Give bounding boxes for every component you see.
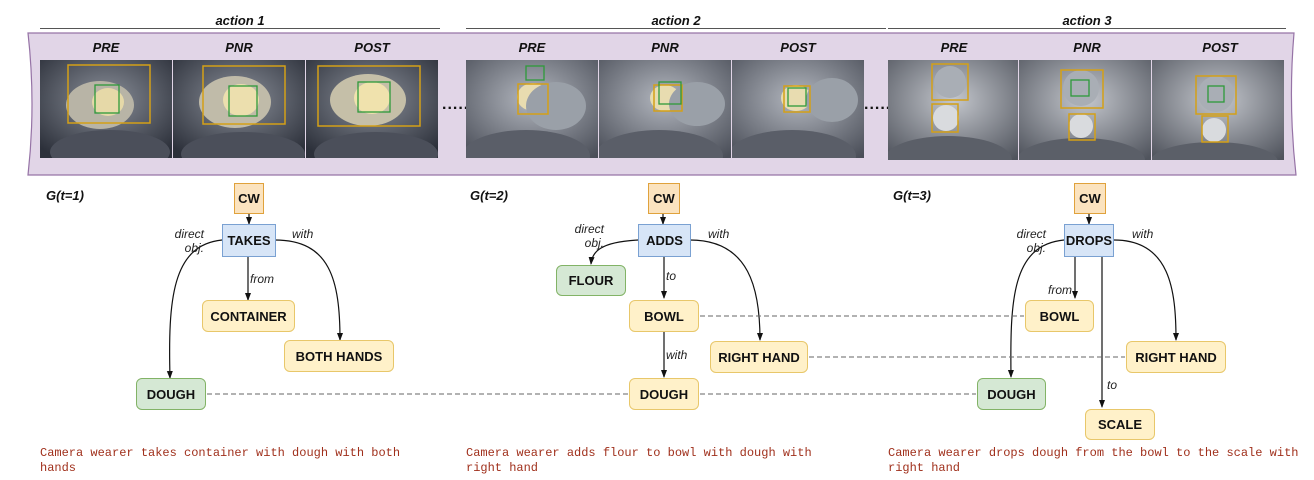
verb-node: ADDS [638,224,691,257]
frame-label-pre: PRE [940,40,968,55]
object-node-container: CONTAINER [202,300,295,332]
object-node-bowl: BOWL [1025,300,1094,332]
verb-node: DROPS [1064,224,1114,257]
edge-label-with: with [708,227,730,241]
object-node-dough: DOUGH [629,378,699,410]
object-node-flour: FLOUR [556,265,626,296]
video-frame-post [1152,60,1284,160]
frame-label-pnr: PNR [1073,40,1101,55]
edge-label-from: from [250,272,274,286]
graph-label: G(t=1) [46,188,84,203]
edge-label-with: with [292,227,314,241]
object-node-right-hand: RIGHT HAND [710,341,808,373]
edge-label-direct-obj: direct obj. [174,227,204,255]
frame-label-post: POST [780,40,816,55]
graph-label: G(t=2) [470,188,508,203]
video-frame-pre [888,60,1018,160]
video-frame-pnr [173,60,305,158]
video-frame-pre [466,60,598,158]
action-2-title: action 2 [651,13,701,28]
frame-label-post: POST [1202,40,1238,55]
action-3-title: action 3 [1062,13,1112,28]
frame-label-pnr: PNR [225,40,253,55]
object-node-scale: SCALE [1085,409,1155,440]
caption: Camera wearer adds flour to bowl with do… [466,446,812,475]
frame-label-pnr: PNR [651,40,679,55]
verb-node: TAKES [222,224,276,257]
caption: Camera wearer takes container with dough… [40,446,401,475]
action-3-rule [888,28,1286,29]
video-frame-pnr [599,60,731,158]
actor-node: CW [1074,183,1106,214]
object-node-bowl: BOWL [629,300,699,332]
video-frame-post [306,60,438,158]
edge-label-from: from [1048,283,1072,297]
actor-node: CW [648,183,680,214]
edge-label-with: with [1132,227,1154,241]
edge-label-direct-obj: direct obj. [574,222,604,250]
action-1-title: action 1 [215,13,265,28]
frame-label-pre: PRE [518,40,546,55]
graph-label: G(t=3) [893,188,931,203]
ellipsis-dots: ...... [442,96,475,113]
action-1-rule [40,28,440,29]
object-node-right-hand: RIGHT HAND [1126,341,1226,373]
actor-node: CW [234,183,264,214]
ellipsis-dots: ..... [864,96,892,113]
edge-label-to: to [1107,378,1118,392]
edge-label-to: to [666,269,677,283]
caption: Camera wearer drops dough from the bowl … [888,446,1299,475]
edge-label-direct-obj: direct obj. [1016,227,1046,255]
object-node-dough: DOUGH [136,378,206,410]
video-frame-post [732,60,864,158]
action-2-rule [466,28,886,29]
object-node-both-hands: BOTH HANDS [284,340,394,372]
frame-label-post: POST [354,40,390,55]
edge-label-with: with [666,348,688,362]
frame-label-pre: PRE [92,40,120,55]
object-node-dough: DOUGH [977,378,1046,410]
video-frame-pre [40,60,172,158]
video-frame-pnr [1019,60,1151,160]
